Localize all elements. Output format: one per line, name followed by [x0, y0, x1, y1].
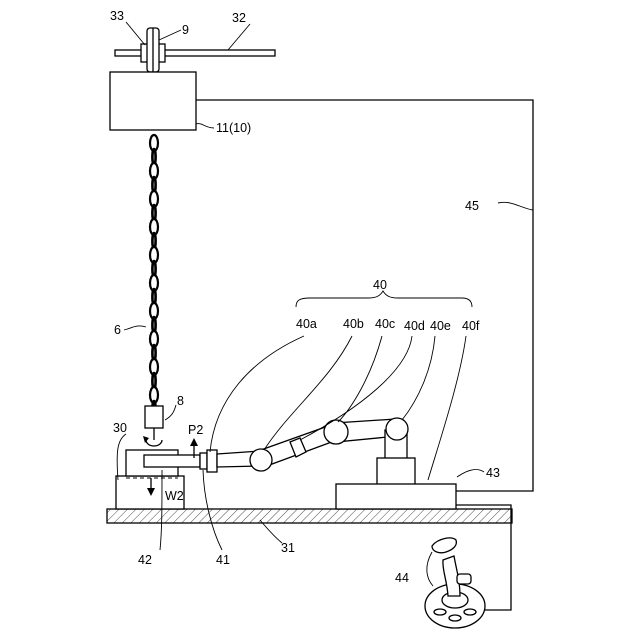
label-40f: 40f [462, 319, 480, 333]
floor [107, 509, 512, 523]
hoist-box [110, 72, 196, 130]
wrist-flange [207, 450, 217, 472]
label-w2: W2 [165, 489, 184, 503]
label-40c: 40c [375, 317, 395, 331]
label-40d: 40d [404, 319, 425, 333]
flange-41 [200, 453, 207, 469]
label-30: 30 [113, 421, 127, 435]
label-40b: 40b [343, 317, 364, 331]
label-44: 44 [395, 571, 409, 585]
robot-arm [217, 418, 456, 509]
label-43: 43 [486, 466, 500, 480]
label-p2: P2 [188, 423, 203, 437]
label-40a: 40a [296, 317, 317, 331]
joint-40e [386, 418, 408, 440]
label-45: 45 [465, 199, 479, 213]
label-42: 42 [138, 553, 152, 567]
joint-40a [250, 449, 272, 471]
label-33: 33 [110, 9, 124, 23]
hook-block [145, 406, 163, 428]
label-6: 6 [114, 323, 121, 337]
label-40: 40 [373, 278, 387, 292]
label-9: 9 [182, 23, 189, 37]
hand-tool [144, 455, 200, 467]
overhead-rail [115, 50, 275, 56]
label-8: 8 [177, 394, 184, 408]
hook-rotation-arrow [146, 440, 162, 446]
label-31: 31 [281, 541, 295, 555]
joint-40c [324, 420, 348, 444]
label-41: 41 [216, 553, 230, 567]
label-11: 11(10) [216, 121, 251, 135]
label-32: 32 [232, 11, 246, 25]
robot-base-43 [336, 484, 456, 509]
chain [150, 135, 158, 417]
label-40e: 40e [430, 319, 451, 333]
